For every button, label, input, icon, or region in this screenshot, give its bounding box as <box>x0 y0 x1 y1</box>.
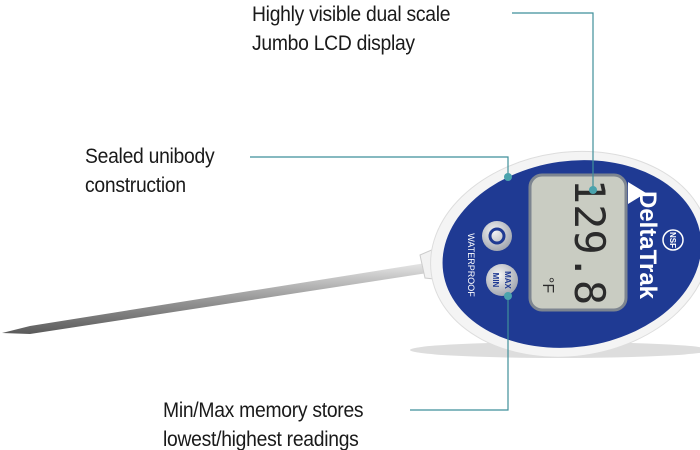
body-callout-line <box>250 156 509 177</box>
display-callout-dot <box>589 186 597 194</box>
body-callout-dot <box>504 173 512 181</box>
power-icon <box>488 227 506 245</box>
memory-callout-dot <box>504 292 512 300</box>
body-callout-line2: construction <box>85 174 186 197</box>
body-callout: Sealed unibody construction <box>85 142 215 200</box>
memory-callout-line <box>410 296 509 411</box>
max-label: MAX <box>503 271 512 289</box>
reading-text: 129.8 <box>565 179 614 305</box>
min-label: MIN <box>491 273 500 288</box>
lcd-display <box>528 173 628 312</box>
delta-logo-icon <box>628 182 646 204</box>
memory-callout: Min/Max memory stores lowest/highest rea… <box>163 396 364 450</box>
waterproof-label: WATERPROOF <box>466 233 476 297</box>
lcd-reading: 129.8 <box>565 179 614 305</box>
display-callout-line2: Jumbo LCD display <box>252 32 415 55</box>
probe-stem <box>2 262 434 334</box>
display-callout-line <box>512 12 594 190</box>
body-callout-line1: Sealed unibody <box>85 145 215 168</box>
power-button[interactable] <box>482 221 512 251</box>
unit-text: °F <box>539 277 556 293</box>
display-callout: Highly visible dual scale Jumbo LCD disp… <box>252 0 450 58</box>
nsf-badge <box>662 229 684 251</box>
memory-callout-line1: Min/Max memory stores <box>163 399 364 422</box>
nsf-text: NSF <box>668 232 677 248</box>
display-callout-line1: Highly visible dual scale <box>252 3 451 26</box>
max-min-button[interactable]: MAX MIN <box>486 264 518 296</box>
memory-callout-line2: lowest/highest readings <box>163 428 359 450</box>
brand-logo: DeltaTrak <box>634 191 661 300</box>
